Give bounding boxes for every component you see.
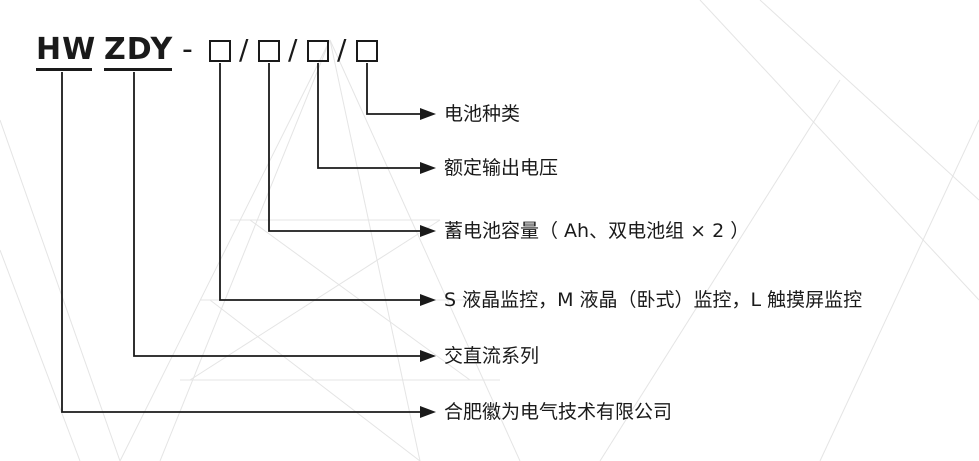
label-battery-type: 电池种类 [444,103,521,125]
company-code: HW [36,32,97,67]
arrow-head-icon [420,350,436,362]
code-box-3 [307,40,329,62]
connector-series [133,72,420,357]
label-company: 合肥徽为电气技术有限公司 [444,401,673,423]
connector-monitor-type [219,63,420,301]
connector-battery-type [366,63,420,115]
code-slash-1: / [239,33,249,66]
code-slash-2: / [288,33,298,66]
code-box-4 [356,40,378,62]
arrow-head-icon [420,225,436,237]
series-code: ZDY [104,32,174,67]
code-slash-3: / [337,33,347,66]
code-box-2 [258,40,280,62]
label-output-voltage: 额定输出电压 [444,157,559,179]
series-code-underline [104,68,172,71]
connector-output-voltage [317,63,420,169]
arrow-head-icon [420,406,436,418]
arrow-head-icon [420,108,436,120]
arrow-head-icon [420,294,436,306]
company-code-underline [36,68,92,71]
code-dash: - [182,32,194,67]
code-box-1 [209,40,231,62]
connector-capacity [268,63,420,232]
label-monitor-type: S 液晶监控，M 液晶（卧式）监控，L 触摸屏监控 [444,289,863,311]
arrow-head-icon [420,162,436,174]
connector-company [61,72,420,413]
label-series: 交直流系列 [444,345,540,367]
label-capacity: 蓄电池容量（ Ah、双电池组 × 2 ） [444,220,750,242]
